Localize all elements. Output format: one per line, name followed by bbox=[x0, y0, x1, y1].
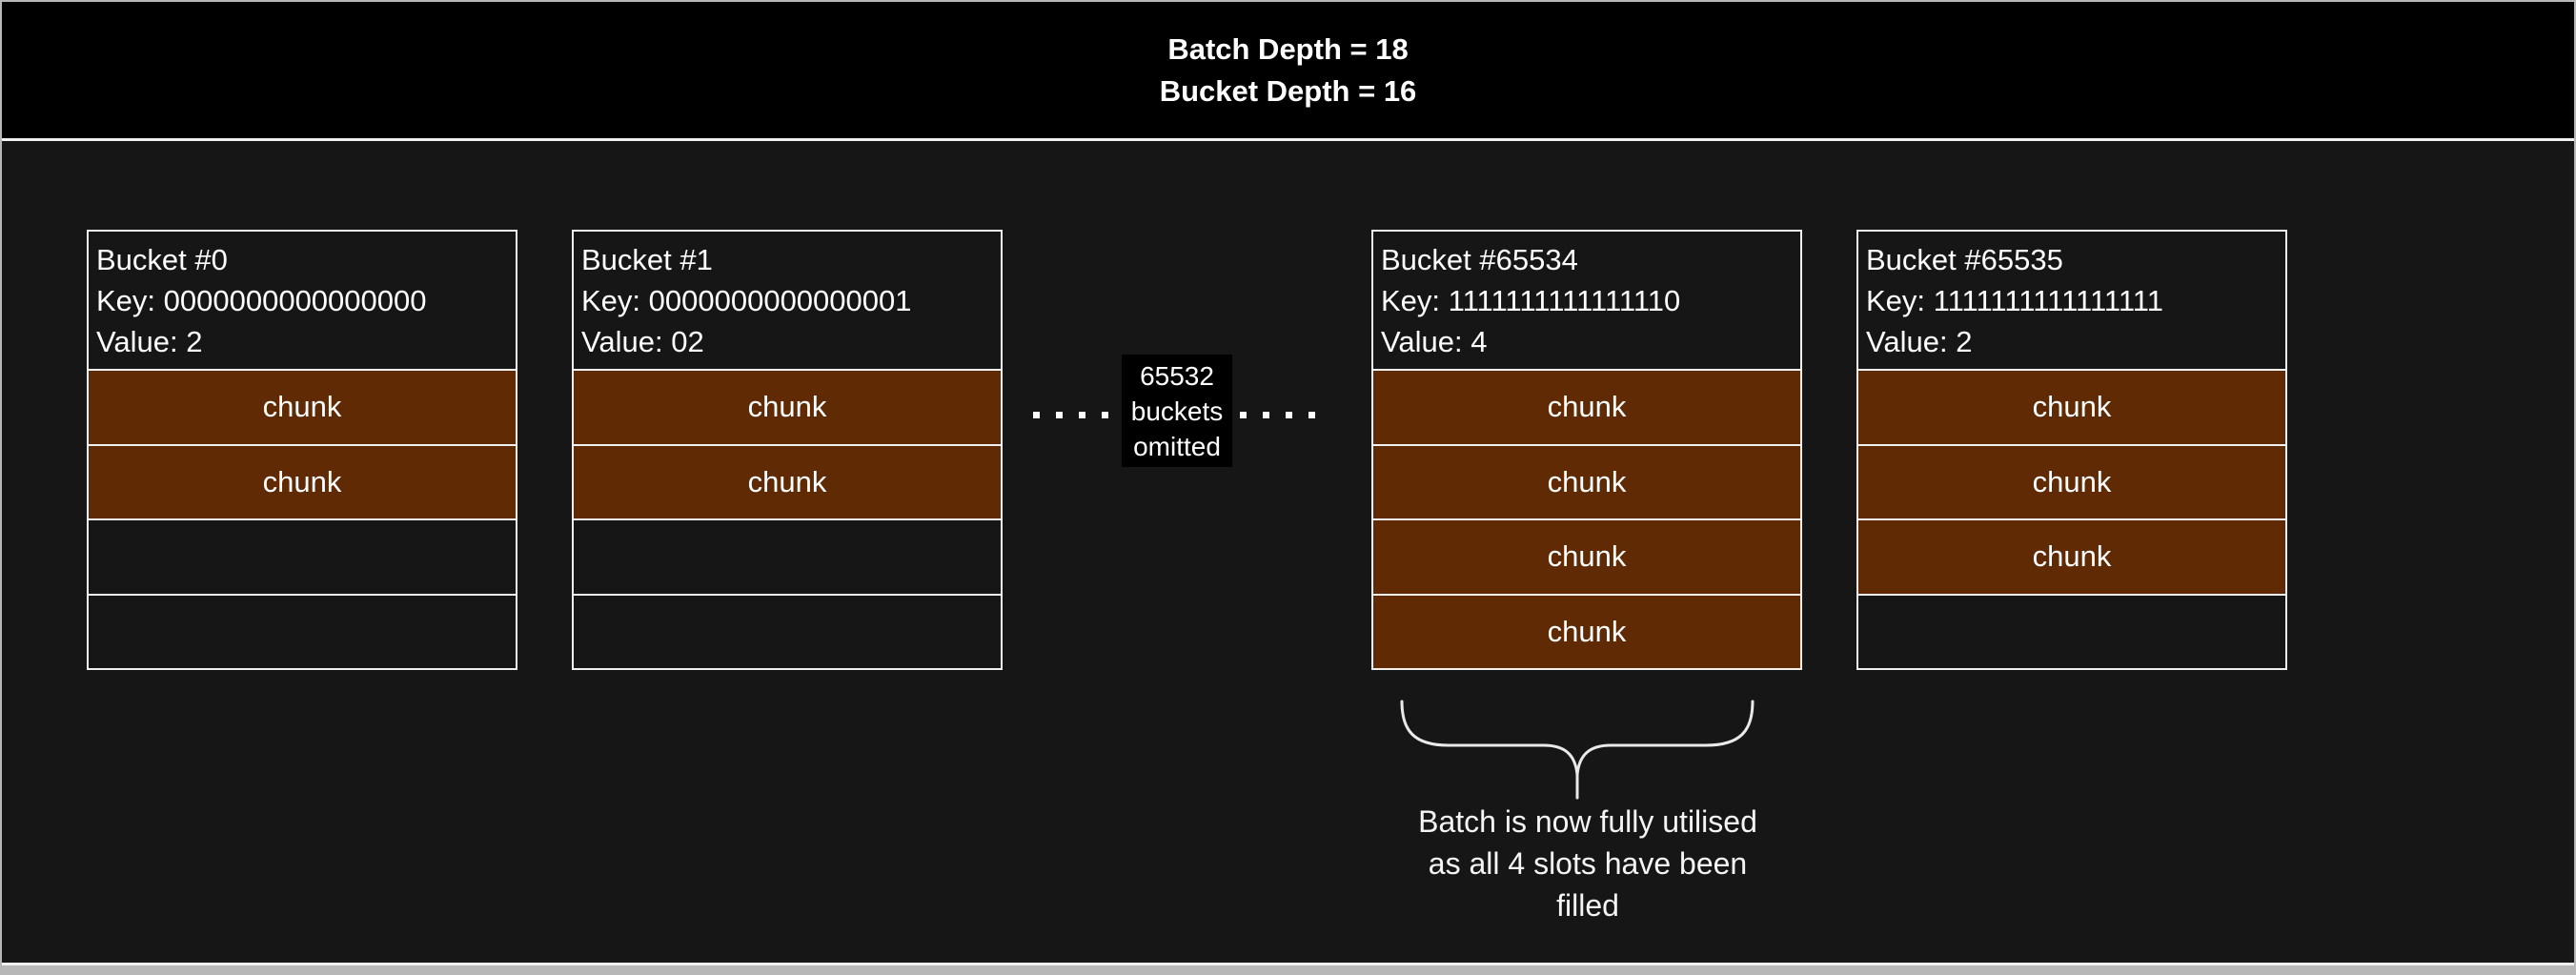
chunk-slot: chunk bbox=[1858, 520, 2285, 596]
dotted-line-left bbox=[1033, 412, 1108, 418]
chunk-slot: chunk bbox=[89, 371, 516, 446]
empty-slot bbox=[1858, 596, 2285, 669]
omitted-word-omitted: omitted bbox=[1133, 431, 1221, 461]
dot bbox=[1308, 412, 1315, 418]
chunk-slot: chunk bbox=[1858, 445, 2285, 520]
bucket-65534-head: Bucket #65534 Key: 1111111111111110 Valu… bbox=[1373, 232, 1800, 371]
batch-full-annotation: Batch is now fully utilised as all 4 slo… bbox=[1348, 801, 1828, 926]
dot bbox=[1102, 412, 1108, 418]
bucket-key: Key: 1111111111111111 bbox=[1866, 284, 2163, 317]
bucket-1: Bucket #1 Key: 0000000000000001 Value: 0… bbox=[572, 230, 1003, 670]
chunk-slot: chunk bbox=[574, 445, 1001, 520]
dot bbox=[1033, 412, 1040, 418]
chunk-slot: chunk bbox=[1373, 595, 1800, 668]
bucket-65535-head: Bucket #65535 Key: 1111111111111111 Valu… bbox=[1858, 232, 2285, 371]
bucket-value: Value: 02 bbox=[581, 325, 704, 358]
bucket-key: Key: 0000000000000001 bbox=[581, 284, 912, 317]
dot bbox=[1240, 412, 1247, 418]
buckets-omitted-label: 65532 buckets omitted bbox=[1122, 355, 1232, 467]
annotation-line: as all 4 slots have been bbox=[1428, 846, 1748, 881]
chunk-slot: chunk bbox=[89, 445, 516, 520]
bucket-depth-text: Bucket Depth = 16 bbox=[1159, 73, 1417, 108]
batch-depth-text: Batch Depth = 18 bbox=[1167, 31, 1409, 66]
chunk-slot: chunk bbox=[1373, 520, 1800, 596]
dot bbox=[1263, 412, 1269, 418]
dot bbox=[1286, 412, 1292, 418]
empty-slot bbox=[89, 596, 516, 669]
header-banner: Batch Depth = 18 Bucket Depth = 16 bbox=[2, 2, 2574, 141]
omitted-word-buckets: buckets bbox=[1130, 396, 1224, 426]
bucket-value: Value: 2 bbox=[96, 325, 203, 358]
chunk-slot: chunk bbox=[1858, 371, 2285, 446]
empty-slot bbox=[89, 520, 516, 596]
bucket-0-head: Bucket #0 Key: 0000000000000000 Value: 2 bbox=[89, 232, 516, 371]
dot bbox=[1056, 412, 1063, 418]
bucket-65535: Bucket #65535 Key: 1111111111111111 Valu… bbox=[1856, 230, 2287, 670]
bucket-value: Value: 4 bbox=[1381, 325, 1488, 358]
curly-brace-icon bbox=[1400, 700, 1755, 800]
dotted-line-right bbox=[1240, 412, 1315, 418]
empty-slot bbox=[574, 596, 1001, 669]
chunk-slot: chunk bbox=[1373, 371, 1800, 446]
annotation-line: Batch is now fully utilised bbox=[1418, 804, 1757, 839]
annotation-line: filled bbox=[1556, 888, 1619, 923]
bucket-title: Bucket #1 bbox=[581, 243, 713, 276]
dot bbox=[1079, 412, 1085, 418]
bucket-title: Bucket #65535 bbox=[1866, 243, 2063, 276]
bucket-1-head: Bucket #1 Key: 0000000000000001 Value: 0… bbox=[574, 232, 1001, 371]
omitted-count: 65532 bbox=[1140, 360, 1214, 391]
bucket-key: Key: 1111111111111110 bbox=[1381, 284, 1681, 317]
chunk-slot: chunk bbox=[574, 371, 1001, 446]
bucket-key: Key: 0000000000000000 bbox=[96, 284, 427, 317]
bucket-title: Bucket #65534 bbox=[1381, 243, 1578, 276]
empty-slot bbox=[574, 520, 1001, 596]
bucket-0: Bucket #0 Key: 0000000000000000 Value: 2… bbox=[87, 230, 517, 670]
chunk-slot: chunk bbox=[1373, 445, 1800, 520]
bucket-65534: Bucket #65534 Key: 1111111111111110 Valu… bbox=[1371, 230, 1802, 670]
bucket-value: Value: 2 bbox=[1866, 325, 1973, 358]
bucket-title: Bucket #0 bbox=[96, 243, 228, 276]
